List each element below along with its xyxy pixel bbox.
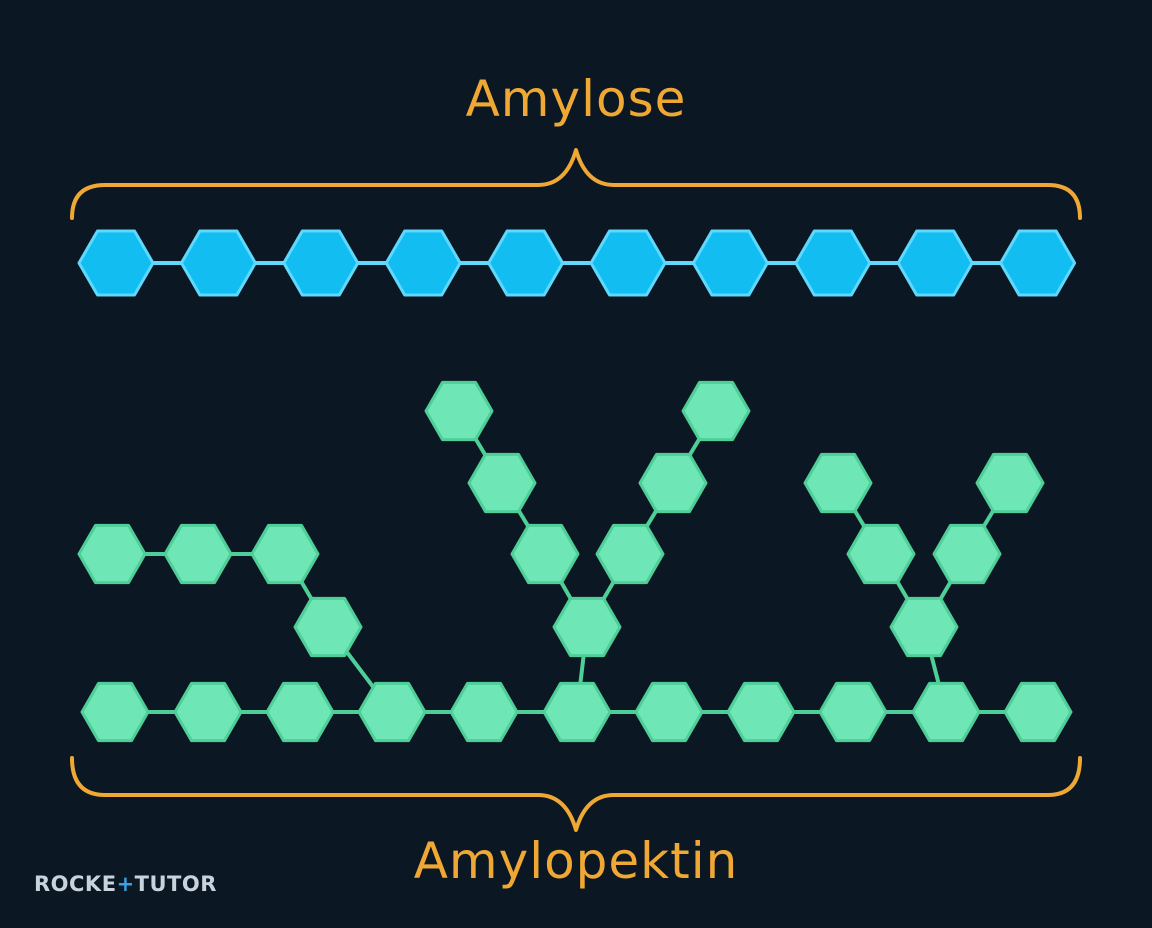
amylopektin-branch-glucose-unit [638,452,708,514]
rocket-tutor-logo: ROCKE+TUTOR [34,872,217,896]
amylose-glucose-unit [384,229,462,297]
amylose-glucose-unit [794,229,872,297]
amylose-glucose-unit [77,229,155,297]
amylopektin-brace [70,756,1082,832]
amylopektin-branch-glucose-unit [975,452,1045,514]
amylopektin-main-glucose-unit [542,681,612,743]
amylopektin-main-glucose-unit [265,681,335,743]
amylopektin-branch-glucose-unit [250,523,320,585]
amylose-glucose-unit [589,229,667,297]
amylopektin-main-glucose-unit [173,681,243,743]
amylopektin-branch-glucose-unit [467,452,537,514]
amylopektin-branch-glucose-unit [510,523,580,585]
amylopektin-branch-glucose-unit [77,523,147,585]
amylopektin-branch-glucose-unit [846,523,916,585]
amylopektin-branch-glucose-unit [595,523,665,585]
amylose-glucose-unit [896,229,974,297]
amylopektin-main-glucose-unit [726,681,796,743]
amylopektin-branch-glucose-unit [889,596,959,658]
amylose-brace [70,148,1082,220]
brace-layer [70,148,1082,832]
amylopektin-branch-glucose-unit [932,523,1002,585]
amylopektin-main-glucose-unit [818,681,888,743]
amylose-glucose-unit [999,229,1077,297]
amylopektin-branch-glucose-unit [552,596,622,658]
logo-text-right: TUTOR [134,872,217,896]
logo-text-left: ROCKE [34,872,117,896]
logo-plus-mark: + [116,872,135,896]
amylose-glucose-unit [487,229,565,297]
amylose-glucose-unit [691,229,769,297]
amylose-label: Amylose [465,70,687,128]
amylopektin-branch-glucose-unit [293,596,363,658]
amylose-glucose-unit [179,229,257,297]
amylose-glucose-unit [282,229,360,297]
amylopektin-main-glucose-unit [634,681,704,743]
amylopektin-main-glucose-unit [80,681,150,743]
amylopektin-branch-glucose-unit [424,380,494,442]
amylopektin-main-glucose-unit [1003,681,1073,743]
amylopektin-branch-glucose-unit [681,380,751,442]
amylopektin-branch-glucose-unit [803,452,873,514]
amylopektin-label: Amylopektin [413,832,739,890]
amylopektin-main-glucose-unit [911,681,981,743]
amylopektin-branch-glucose-unit [163,523,233,585]
hex-layer [77,229,1077,743]
amylopektin-main-glucose-unit [357,681,427,743]
amylopektin-main-glucose-unit [449,681,519,743]
